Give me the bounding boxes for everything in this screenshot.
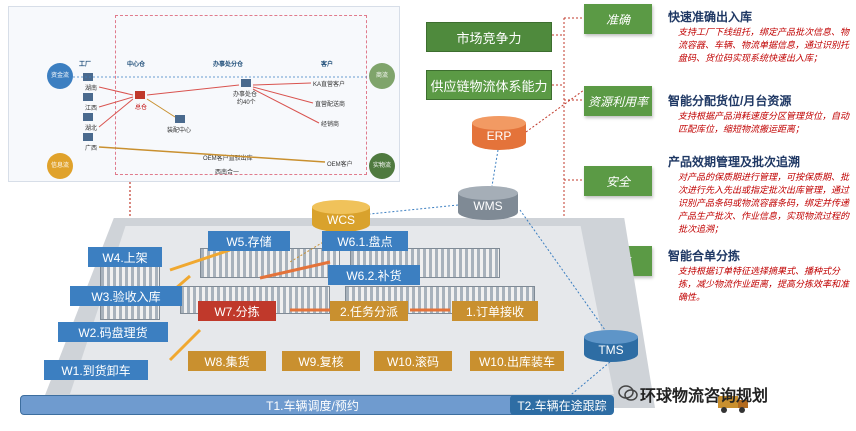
capability-title-4: 智能合单分拣 xyxy=(668,249,741,263)
wechat-icon xyxy=(618,385,638,401)
step-w8: W8.集货 xyxy=(188,351,266,371)
capability-desc-1: 支持工厂下线组托，绑定产品批次信息、物流容器、车辆、物流单据信息，通过识别托盘码… xyxy=(678,27,850,63)
step-w6-2: W6.2.补货 xyxy=(328,265,420,285)
capability-title-2: 智能分配货位/月台资源 xyxy=(668,94,792,108)
ka-customer: KA直营客户 xyxy=(313,82,346,88)
oem-direct: OEM客户直驳出库 xyxy=(203,156,253,162)
erp-cylinder: ERP xyxy=(472,116,526,150)
office-warehouse-icon xyxy=(241,79,251,87)
tag-safety: 安全 xyxy=(584,166,652,196)
watermark-text: 环球物流咨询规划 xyxy=(640,388,769,405)
step-w9: W9.复核 xyxy=(282,351,360,371)
step-w10-roll: W10.滚码 xyxy=(374,351,452,371)
truck-icon xyxy=(718,396,748,413)
factory-hubei: 湖北 xyxy=(85,126,98,132)
step-task-dispatch: 2.任务分派 xyxy=(330,301,408,321)
supply-network-inset: 工厂 中心仓 办事处分仓 客户 资金流 商流 信息流 实物流 湖南 江西 湖北 … xyxy=(8,6,400,182)
goods-flow-circle: 商流 xyxy=(369,63,395,89)
supply-chain-capability-box: 供应链物流体系能力 xyxy=(426,70,552,100)
head-warehouse: 总仓 xyxy=(135,105,148,111)
step-w5: W5.存储 xyxy=(208,231,290,251)
factory-hubei-icon xyxy=(83,113,93,121)
office-warehouse: 办事处仓 xyxy=(233,92,258,98)
vehicle-tracking-bar: T2.车辆在途跟踪 xyxy=(510,395,614,415)
factory-jiangxi: 江西 xyxy=(85,106,98,112)
step-w2: W2.码盘理货 xyxy=(58,322,168,342)
inset-dashed-frame xyxy=(115,15,367,175)
wcs-label: WCS xyxy=(327,213,355,227)
erp-label: ERP xyxy=(486,129,512,143)
factory-guangxi: 广西 xyxy=(85,146,98,152)
step-w7: W7.分拣 xyxy=(198,301,276,321)
step-w1: W1.到货卸车 xyxy=(44,360,148,380)
inset-office-label: 办事处分仓 xyxy=(213,62,244,68)
wms-cylinder: WMS xyxy=(458,186,518,220)
capability-bracket xyxy=(552,17,584,261)
step-order-receive: 1.订单接收 xyxy=(452,301,538,321)
capital-flow-circle: 资金流 xyxy=(47,63,73,89)
step-w10-load: W10.出库装车 xyxy=(470,351,564,371)
inset-customer-label: 客户 xyxy=(321,62,334,68)
inset-center-label: 中心仓 xyxy=(127,62,146,68)
step-w4: W4.上架 xyxy=(88,247,162,267)
oem-customer: OEM客户 xyxy=(327,162,353,168)
head-warehouse-icon xyxy=(135,91,145,99)
capability-desc-2: 支持根据产品消耗速度分区管理货位，自动匹配库位，缩短物流搬运距离； xyxy=(678,111,850,134)
distributor: 经销商 xyxy=(321,122,340,128)
tag-accuracy: 准确 xyxy=(584,4,652,34)
step-w6-1: W6.1.盘点 xyxy=(322,231,408,251)
vehicle-dispatch-bar: T1.车辆调度/预约 xyxy=(20,395,605,415)
info-flow-circle: 信息流 xyxy=(47,153,73,179)
inset-factory-label: 工厂 xyxy=(79,62,92,68)
factory-jiangxi-icon xyxy=(83,93,93,101)
tms-cylinder: TMS xyxy=(584,330,638,362)
tag-resource-utilization: 资源利用率 xyxy=(584,86,652,116)
factory-guangxi-icon xyxy=(83,133,93,141)
capability-desc-3: 对产品的保质期进行管理，可按保质期、批次进行先入先出或指定批次出库管理，通过识别… xyxy=(678,172,850,234)
capability-desc-4: 支持根据订单特征选择摘果式、播种式分拣，减少物流作业距离，提高分拣效率和准确性。 xyxy=(678,266,850,302)
wms-label: WMS xyxy=(473,199,503,213)
factory-hunan-icon xyxy=(83,73,93,81)
physical-flow-circle: 实物流 xyxy=(369,153,395,179)
unified-label: 西南合一 xyxy=(215,170,240,176)
step-w3: W3.验收入库 xyxy=(70,286,182,306)
assembly-center-icon xyxy=(175,115,185,123)
direct-distribution: 直营配送商 xyxy=(315,102,346,108)
office-count: 约40个 xyxy=(237,100,256,106)
tms-label: TMS xyxy=(598,343,624,357)
inset-connector xyxy=(129,182,131,222)
market-competitiveness-box: 市场竞争力 xyxy=(426,22,552,52)
assembly-center: 装配中心 xyxy=(167,128,192,134)
factory-hunan: 湖南 xyxy=(85,86,98,92)
capability-title-1: 快速准确出入库 xyxy=(668,10,753,24)
inset-flow-arrows xyxy=(73,76,369,163)
capability-title-3: 产品效期管理及批次追溯 xyxy=(668,155,801,169)
wcs-cylinder: WCS xyxy=(312,200,370,232)
